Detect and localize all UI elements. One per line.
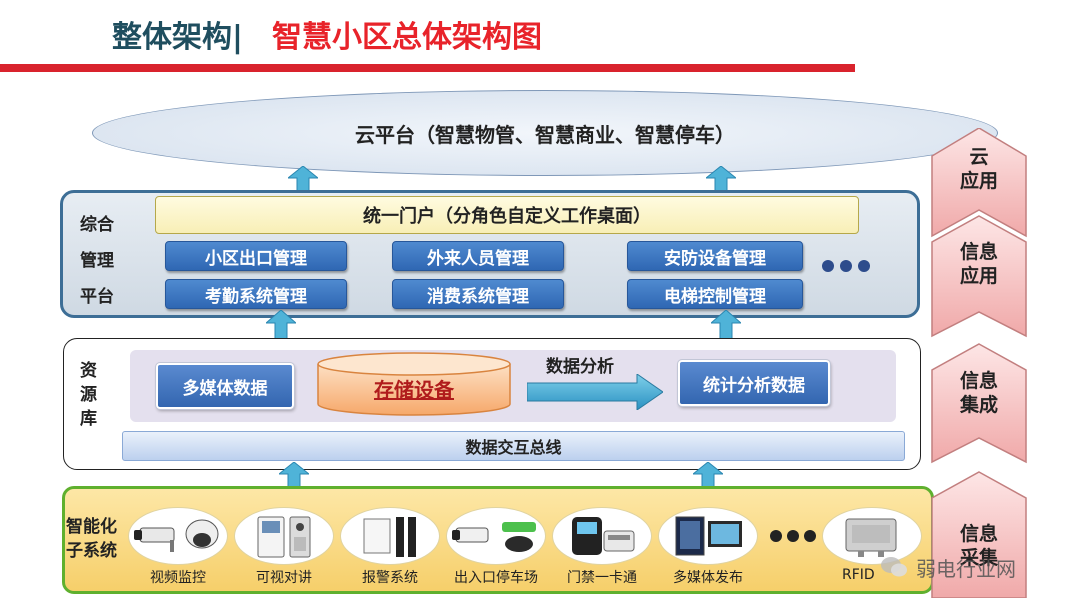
cloud-platform-label: 云平台（智慧物管、智慧商业、智慧停车） <box>355 122 735 147</box>
res-side-label-2: 源 <box>80 385 97 405</box>
up-arrow-icon <box>288 166 318 192</box>
multimedia-data-label: 多媒体数据 <box>182 378 268 399</box>
mgmt-side-label-2: 管理 <box>80 251 114 271</box>
watermark: 弱电行业网 <box>880 548 1080 586</box>
chevron-line: 应用 <box>959 170 998 192</box>
sub-side-label-2: 子系统 <box>66 541 117 561</box>
subsystem-caption: 视频监控 <box>150 570 206 586</box>
data-exchange-bus: 数据交互总线 <box>122 431 905 461</box>
module-consumption: 消费系统管理 <box>392 279 564 309</box>
subsystem-caption: 门禁一卡通 <box>567 570 637 586</box>
chevron-line: 信息 <box>959 523 998 545</box>
module-visitor: 外来人员管理 <box>392 241 564 271</box>
alarm-system-icon <box>340 507 440 565</box>
parking-entrance-icon <box>446 507 546 565</box>
module-label: 消费系统管理 <box>427 286 529 307</box>
chevron-line: 信息 <box>959 241 998 263</box>
chevron-line: 应用 <box>959 265 998 287</box>
up-arrow-icon <box>711 310 741 340</box>
sub-side-label-1: 智能化 <box>66 517 117 537</box>
section-title: 整体架构| <box>112 20 243 55</box>
chevron-info-integration: 信息 集成 <box>930 369 1028 417</box>
module-label: 电梯控制管理 <box>664 286 766 307</box>
module-elevator: 电梯控制管理 <box>627 279 803 309</box>
module-label: 考勤系统管理 <box>205 286 307 307</box>
video-intercom-icon <box>234 507 334 565</box>
cloud-platform: 云平台（智慧物管、智慧商业、智慧停车） <box>92 90 998 176</box>
watermark-text: 弱电行业网 <box>916 556 1016 581</box>
storage-device-label: 存储设备 <box>374 378 454 402</box>
multimedia-data-box: 多媒体数据 <box>155 362 295 410</box>
unified-portal-label: 统一门户（分角色自定义工作桌面） <box>363 206 651 227</box>
ellipsis-dot-icon <box>822 260 834 272</box>
ellipsis-dot-icon <box>858 260 870 272</box>
ellipsis-dot-icon <box>787 530 799 542</box>
ellipsis-dot-icon <box>840 260 852 272</box>
subsystem-caption: 多媒体发布 <box>673 570 743 586</box>
header-divider <box>0 64 855 72</box>
chevron-line: 集成 <box>959 394 998 416</box>
res-side-label-1: 资 <box>80 361 97 381</box>
up-arrow-icon <box>266 310 296 340</box>
layer-chevron-stack <box>930 127 1028 599</box>
subsystem-caption: 报警系统 <box>362 570 418 586</box>
chevron-info-app: 信息 应用 <box>930 240 1028 288</box>
module-attendance: 考勤系统管理 <box>165 279 347 309</box>
video-surveillance-icon <box>128 507 228 565</box>
subsystem-caption: RFID <box>842 567 875 583</box>
right-arrow-icon <box>526 373 664 414</box>
rfid-icon <box>822 507 922 565</box>
module-security-device: 安防设备管理 <box>627 241 803 271</box>
mgmt-side-label-3: 平台 <box>80 287 114 307</box>
chevron-line: 云 <box>969 146 989 168</box>
chevron-info-collection: 信息 采集 <box>930 522 1028 570</box>
up-arrow-icon <box>706 166 736 192</box>
chevron-cloud-app: 云 应用 <box>930 145 1028 193</box>
module-community-exit: 小区出口管理 <box>165 241 347 271</box>
data-exchange-bus-label: 数据交互总线 <box>465 438 562 457</box>
subsystem-caption: 出入口停车场 <box>454 570 538 586</box>
data-analysis-label: 数据分析 <box>546 357 614 377</box>
statistics-data-label: 统计分析数据 <box>703 375 805 396</box>
multimedia-release-icon <box>658 507 758 565</box>
module-label: 安防设备管理 <box>664 248 766 269</box>
storage-device-cylinder <box>316 352 512 416</box>
res-side-label-3: 库 <box>80 409 97 429</box>
up-arrow-icon <box>279 462 309 488</box>
subsystem-caption: 可视对讲 <box>256 570 312 586</box>
ellipsis-dot-icon <box>770 530 782 542</box>
statistics-data-box: 统计分析数据 <box>677 359 831 407</box>
mgmt-side-label-1: 综合 <box>80 215 114 235</box>
wechat-icon <box>881 557 907 577</box>
unified-portal: 统一门户（分角色自定义工作桌面） <box>155 196 859 234</box>
ellipsis-dot-icon <box>804 530 816 542</box>
module-label: 外来人员管理 <box>427 248 529 269</box>
page-title: 智慧小区总体架构图 <box>272 20 542 55</box>
access-control-icon <box>552 507 652 565</box>
chevron-line: 采集 <box>959 547 998 569</box>
module-label: 小区出口管理 <box>205 248 307 269</box>
chevron-line: 信息 <box>959 370 998 392</box>
up-arrow-icon <box>693 462 723 488</box>
